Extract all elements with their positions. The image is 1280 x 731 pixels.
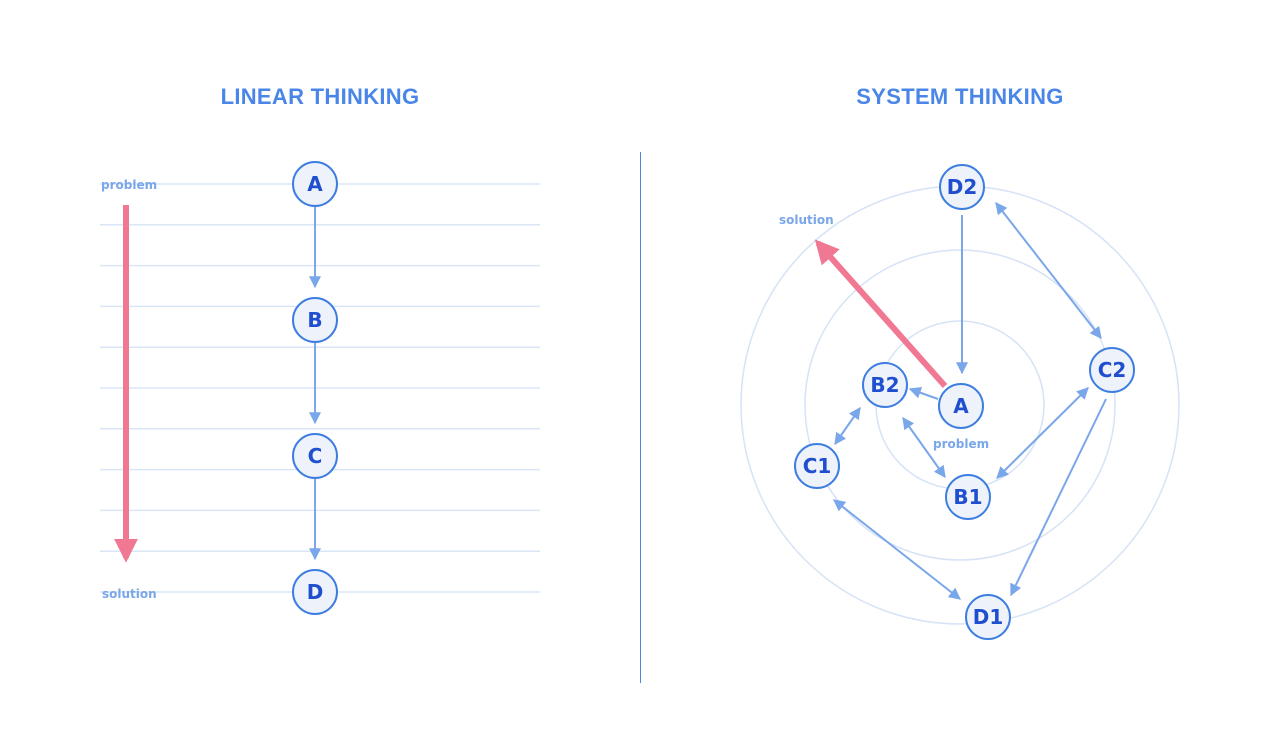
system-solution-label: solution <box>779 213 834 227</box>
system-node-b1: B1 <box>945 474 991 520</box>
svg-text:A: A <box>953 394 969 418</box>
linear-node-c: C <box>292 433 338 479</box>
linear-solution-label: solution <box>102 587 157 601</box>
edge-c2-d1 <box>1010 398 1107 597</box>
edge-a-b1 <box>902 417 946 478</box>
svg-text:B: B <box>307 308 322 332</box>
linear-node-a: A <box>292 161 338 207</box>
svg-text:A: A <box>307 172 323 196</box>
linear-node-d: D <box>292 569 338 615</box>
linear-node-b: B <box>292 297 338 343</box>
edge-d2-c2 <box>995 202 1102 339</box>
svg-text:D2: D2 <box>947 175 978 199</box>
system-solution-arrow <box>814 239 948 388</box>
system-node-d2: D2 <box>939 164 985 210</box>
svg-text:C1: C1 <box>803 454 832 478</box>
system-node-a: A <box>938 383 984 429</box>
system-node-b2: B2 <box>862 362 908 408</box>
linear-problem-label: problem <box>101 178 157 192</box>
guide-lines <box>100 183 540 593</box>
system-thinking-title: SYSTEM THINKING <box>856 84 1064 109</box>
system-node-c2: C2 <box>1089 347 1135 393</box>
svg-text:D1: D1 <box>973 605 1004 629</box>
edge-c1-d1 <box>833 499 961 600</box>
svg-text:C2: C2 <box>1098 358 1127 382</box>
svg-text:B1: B1 <box>953 485 982 509</box>
edge-b1-c2 <box>996 387 1089 479</box>
linear-thinking-title: LINEAR THINKING <box>220 84 420 109</box>
system-edges <box>833 202 1107 600</box>
edge-b2-c1 <box>834 407 861 445</box>
system-node-d1: D1 <box>965 594 1011 640</box>
system-problem-label: problem <box>933 437 989 451</box>
system-node-c1: C1 <box>794 443 840 489</box>
svg-text:D: D <box>307 580 324 604</box>
svg-text:B2: B2 <box>870 373 899 397</box>
center-divider <box>640 152 641 683</box>
edge-a-b2 <box>908 386 939 400</box>
svg-text:C: C <box>308 444 323 468</box>
